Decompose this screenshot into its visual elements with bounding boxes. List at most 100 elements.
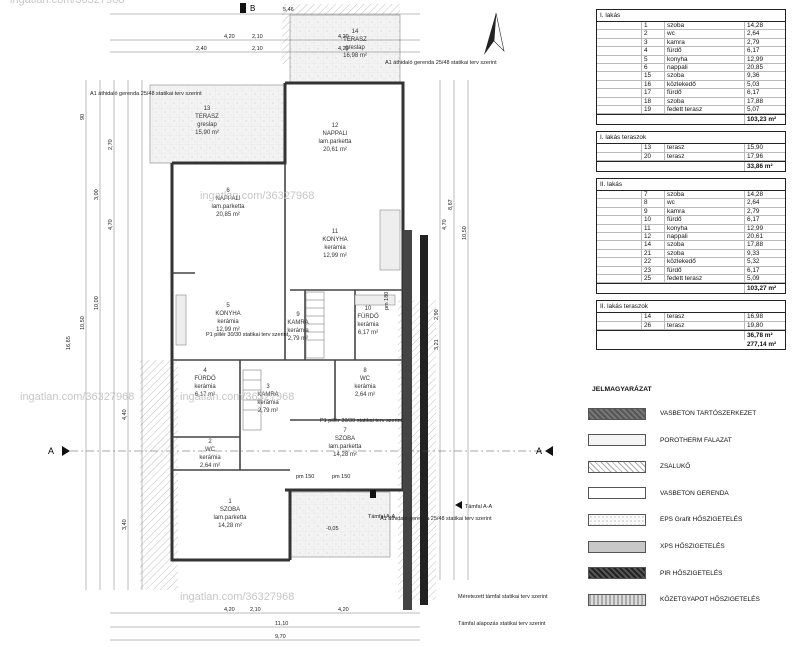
svg-text:14: 14	[352, 29, 359, 35]
legend-swatch	[588, 567, 646, 580]
svg-text:1: 1	[228, 499, 232, 505]
dim-top-3a: 2,40	[196, 46, 207, 52]
svg-text:KONYHA: KONYHA	[322, 237, 347, 243]
table-cell: fedett terasz	[664, 105, 744, 114]
table-total-value: 103,27 m²	[744, 284, 785, 294]
table-grand-total-value: 277,14 m²	[747, 341, 777, 349]
svg-text:NAPPALI: NAPPALI	[216, 196, 241, 202]
table-cell: szoba	[664, 22, 744, 30]
svg-text:KAMRA: KAMRA	[287, 320, 308, 326]
svg-text:lam.parketta: lam.parketta	[213, 515, 247, 521]
table-cell: szoba	[664, 191, 744, 199]
watermark-1: ingatlan.com/36327968	[200, 190, 314, 202]
table-section-title: I. lakás	[597, 10, 785, 22]
table-cell: 18	[641, 97, 664, 105]
table-cell	[597, 72, 641, 79]
note-gerenda-2: A1 áthidaló gerenda 25/48 statikai terv …	[385, 60, 497, 66]
legend-swatch	[588, 434, 646, 447]
dim-left-4: 4,70	[108, 219, 114, 230]
table-cell: terasz	[664, 321, 744, 330]
table-cell: terasz	[664, 144, 744, 152]
table-cell	[597, 313, 641, 320]
table-cell: 9,36	[744, 72, 785, 80]
svg-text:kerámia: kerámia	[194, 384, 216, 390]
table-cell: konyha	[664, 224, 744, 233]
table-cell: 8	[641, 199, 664, 207]
legend-swatch	[588, 460, 646, 473]
dim-top-2a: 4,20	[224, 34, 235, 40]
table-cell	[597, 106, 641, 113]
table-cell: wc	[664, 199, 744, 207]
table-cell	[597, 233, 641, 240]
legend-label: VASBETON TARTÓSZERKEZET	[660, 410, 757, 418]
table-cell: 5,07	[744, 105, 785, 114]
table-cell: 6,17	[744, 47, 785, 55]
table-cell: 14,28	[744, 22, 785, 30]
note-tamfal: Méretezett támfal statikai terv szerint	[458, 594, 548, 600]
section-mark-right: A	[536, 446, 542, 456]
table-cell: 17,88	[744, 97, 785, 105]
dim-top-3c: 4,20	[338, 46, 349, 52]
table-cell: 4	[641, 47, 664, 55]
svg-text:FÜRDŐ: FÜRDŐ	[357, 313, 379, 320]
table-cell: szoba	[664, 241, 744, 249]
table-cell	[597, 322, 641, 329]
note-pillar-1: P1 pillér 30/30 statikai terv szerint	[206, 332, 289, 338]
table-cell: terasz	[664, 313, 744, 321]
legend-swatch	[588, 407, 646, 420]
legend-item: EPS Grafit HŐSZIGETELÉS	[588, 513, 788, 526]
note-pm180: pm 180	[384, 292, 390, 310]
table-cell: közlekedő	[664, 80, 744, 89]
tamfal-label-1: Támfal A-A	[368, 514, 396, 520]
table-cell: 2,79	[744, 207, 785, 216]
dim-top-3b: 2,10	[252, 46, 263, 52]
svg-text:kerámia: kerámia	[257, 400, 279, 406]
table-total: 33,86 m²	[597, 161, 785, 172]
svg-text:2,64 m²: 2,64 m²	[355, 392, 375, 398]
svg-text:16,98 m²: 16,98 m²	[343, 53, 367, 59]
dim-bottom-2: 11,10	[275, 621, 288, 627]
svg-text:kerámia: kerámia	[357, 322, 379, 328]
terrace-lower	[289, 491, 391, 558]
table-total: 103,23 m²	[597, 114, 785, 125]
table-cell	[597, 98, 641, 105]
section-mark-left: A	[48, 446, 54, 456]
table-cell: fedett terasz	[664, 274, 744, 283]
table-cell	[597, 258, 641, 265]
svg-text:5: 5	[226, 303, 230, 309]
table-cell: 6,17	[744, 266, 785, 274]
legend-label: VASBETON GERENDA	[660, 489, 729, 497]
table-cell: 12,99	[744, 55, 785, 63]
watermark-4: ingatlan.com/36327968	[180, 591, 294, 603]
legend-label: EPS Grafit HŐSZIGETELÉS	[660, 516, 743, 524]
svg-text:6: 6	[226, 188, 230, 194]
dim-left-9: 3,40	[122, 519, 128, 530]
section-mark-b: B	[250, 4, 255, 13]
table-cell	[597, 216, 641, 223]
table-cell	[597, 64, 641, 71]
watermark-3: ingatlan.com/36327968	[180, 391, 294, 403]
svg-text:kerámia: kerámia	[287, 328, 309, 334]
dim-left-1: 90	[80, 114, 86, 120]
dim-right-3: 10,50	[462, 226, 468, 240]
note-level: -0,05	[326, 526, 339, 532]
legend-title: JELMAGYARÁZAT	[592, 386, 652, 393]
table-cell: 17,88	[744, 241, 785, 249]
table-cell: 9	[641, 207, 664, 216]
retaining-wall-dark	[420, 235, 428, 605]
